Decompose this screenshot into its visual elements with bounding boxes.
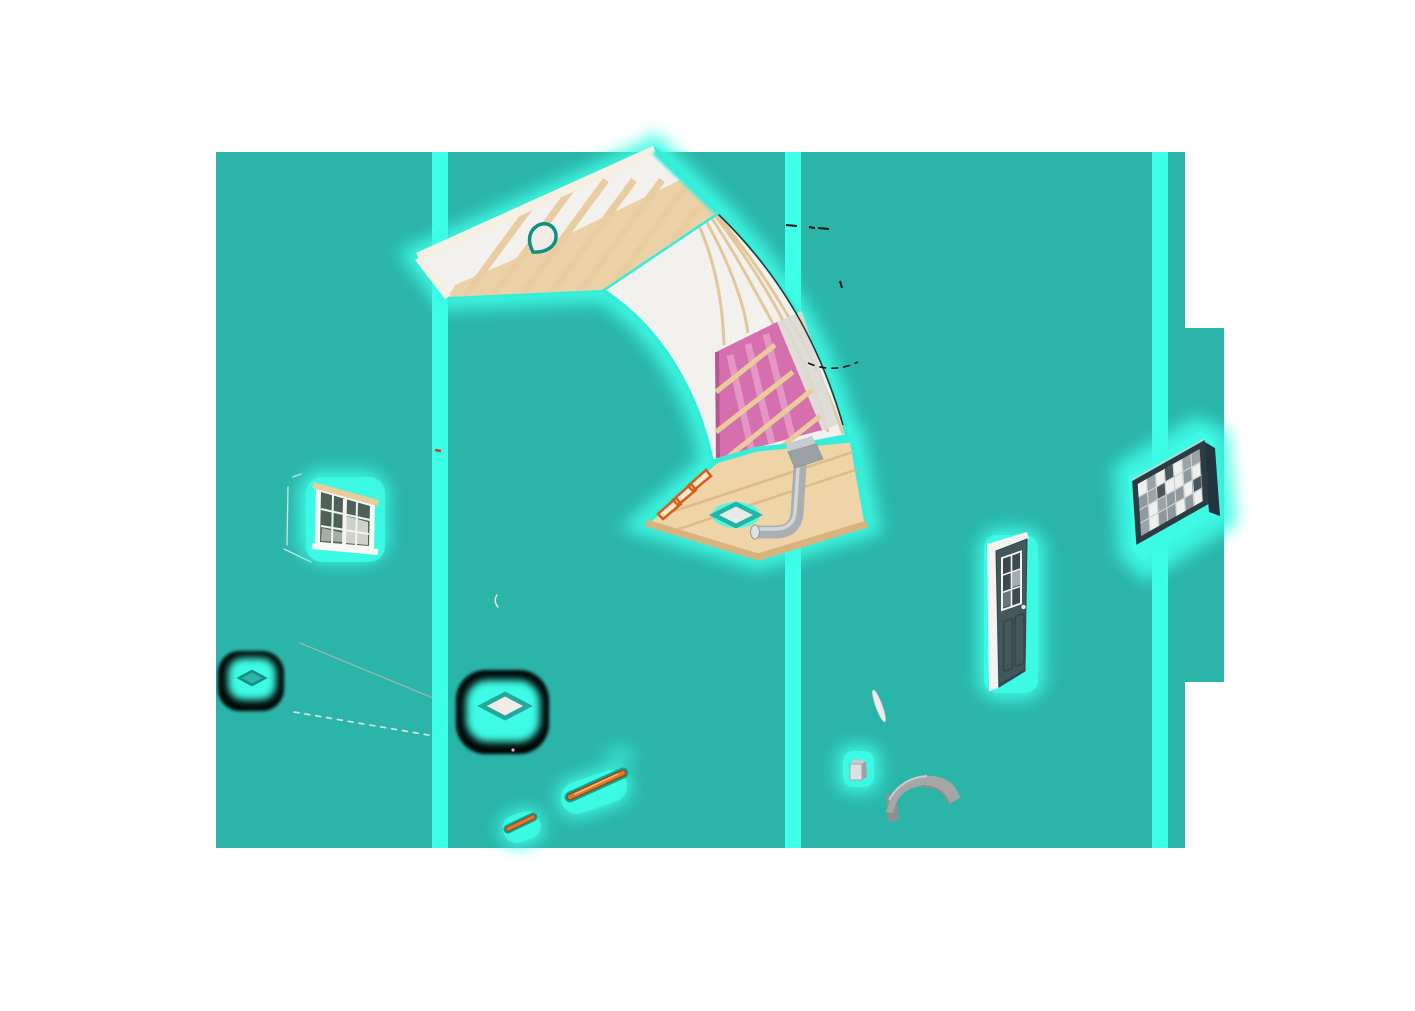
attic-cutaway[interactable] — [414, 145, 802, 330]
duct-run[interactable] — [750, 436, 824, 540]
orange-stud-frames — [656, 468, 713, 521]
attic-pin-marker[interactable] — [527, 222, 558, 254]
floor-joists — [661, 450, 865, 532]
vent-diamond-left[interactable] — [218, 651, 284, 711]
door-panel-right — [1014, 613, 1025, 667]
pin-icon[interactable] — [527, 222, 558, 254]
strip-wood[interactable] — [506, 815, 535, 831]
molding-arch[interactable] — [886, 775, 960, 813]
stray-marks — [434, 224, 859, 752]
entry-door[interactable] — [984, 532, 1038, 693]
wireframe-lines — [283, 473, 499, 737]
platform-front-edge — [644, 519, 869, 561]
cube-side — [862, 761, 867, 780]
house-cutaway[interactable] — [414, 145, 870, 561]
pink-insulation — [714, 322, 822, 460]
band-sheathing-lines — [662, 162, 845, 435]
door-threshold — [998, 669, 1026, 686]
muntin-grid — [320, 494, 371, 546]
vent-diamond-icon[interactable] — [236, 669, 268, 687]
red-dash — [434, 448, 442, 453]
floor-register-diamond[interactable] — [708, 501, 764, 529]
door-glass-reflection — [1012, 569, 1021, 588]
window-sill — [311, 543, 379, 555]
floor-platform[interactable] — [640, 436, 870, 561]
door-lite — [1001, 550, 1022, 612]
attic-end-face — [415, 255, 451, 300]
door-muntins — [1002, 554, 1021, 608]
pink-dot — [511, 748, 515, 752]
door-lower-panels — [1002, 613, 1025, 672]
grid-window-body[interactable] — [1131, 437, 1209, 545]
molding-shadow — [920, 784, 950, 804]
sill-strip-small[interactable] — [499, 808, 544, 846]
sill-strip-large[interactable] — [557, 766, 632, 818]
black-dashes — [785, 224, 843, 289]
frame-highlight — [1131, 437, 1205, 481]
vent-hood — [787, 443, 824, 469]
window-head-rail — [312, 482, 379, 506]
wood-sliver[interactable] — [870, 689, 888, 723]
duct-highlight — [756, 466, 800, 531]
attic-fascia — [416, 145, 657, 262]
door-lintel — [987, 532, 1029, 551]
door-knob[interactable] — [1020, 603, 1027, 611]
hatch-diamond-icon[interactable] — [477, 691, 533, 721]
door-jamb — [987, 544, 998, 691]
wall-studs — [714, 343, 822, 460]
sketch-tick — [494, 594, 499, 608]
shaded-insulation — [775, 311, 838, 432]
pink-edge — [715, 351, 720, 459]
muntin-grid — [1138, 453, 1203, 532]
cube-front[interactable] — [849, 763, 863, 781]
strip-wood-highlight — [574, 773, 619, 795]
window-return-flange — [1203, 441, 1220, 516]
flex-duct[interactable] — [750, 459, 807, 539]
register-diamond-icon[interactable] — [708, 501, 764, 529]
duct-corrugation — [750, 459, 807, 539]
band-edge-line — [717, 213, 844, 426]
sketch-line — [299, 642, 434, 699]
arched-molding[interactable] — [886, 775, 960, 822]
door-panel-left — [1002, 618, 1014, 672]
double-hung-window[interactable] — [306, 477, 385, 562]
sketch-dashed-line — [293, 711, 435, 737]
door-glass-shade — [1003, 589, 1011, 608]
hatch-diamond-center[interactable] — [456, 670, 549, 754]
duct-end-cap — [750, 524, 760, 540]
duct-boot-cube[interactable] — [843, 751, 874, 787]
molding-highlight — [888, 775, 928, 801]
multi-pane-window[interactable] — [1128, 431, 1220, 561]
black-arc — [807, 361, 859, 370]
sash-divider — [342, 498, 347, 545]
tiny-halo — [605, 749, 635, 761]
attic-cut-seam — [652, 148, 721, 215]
vent-hood-top — [786, 436, 816, 452]
accent-stripe — [432, 152, 448, 848]
sketch-corner-lines — [283, 473, 312, 563]
